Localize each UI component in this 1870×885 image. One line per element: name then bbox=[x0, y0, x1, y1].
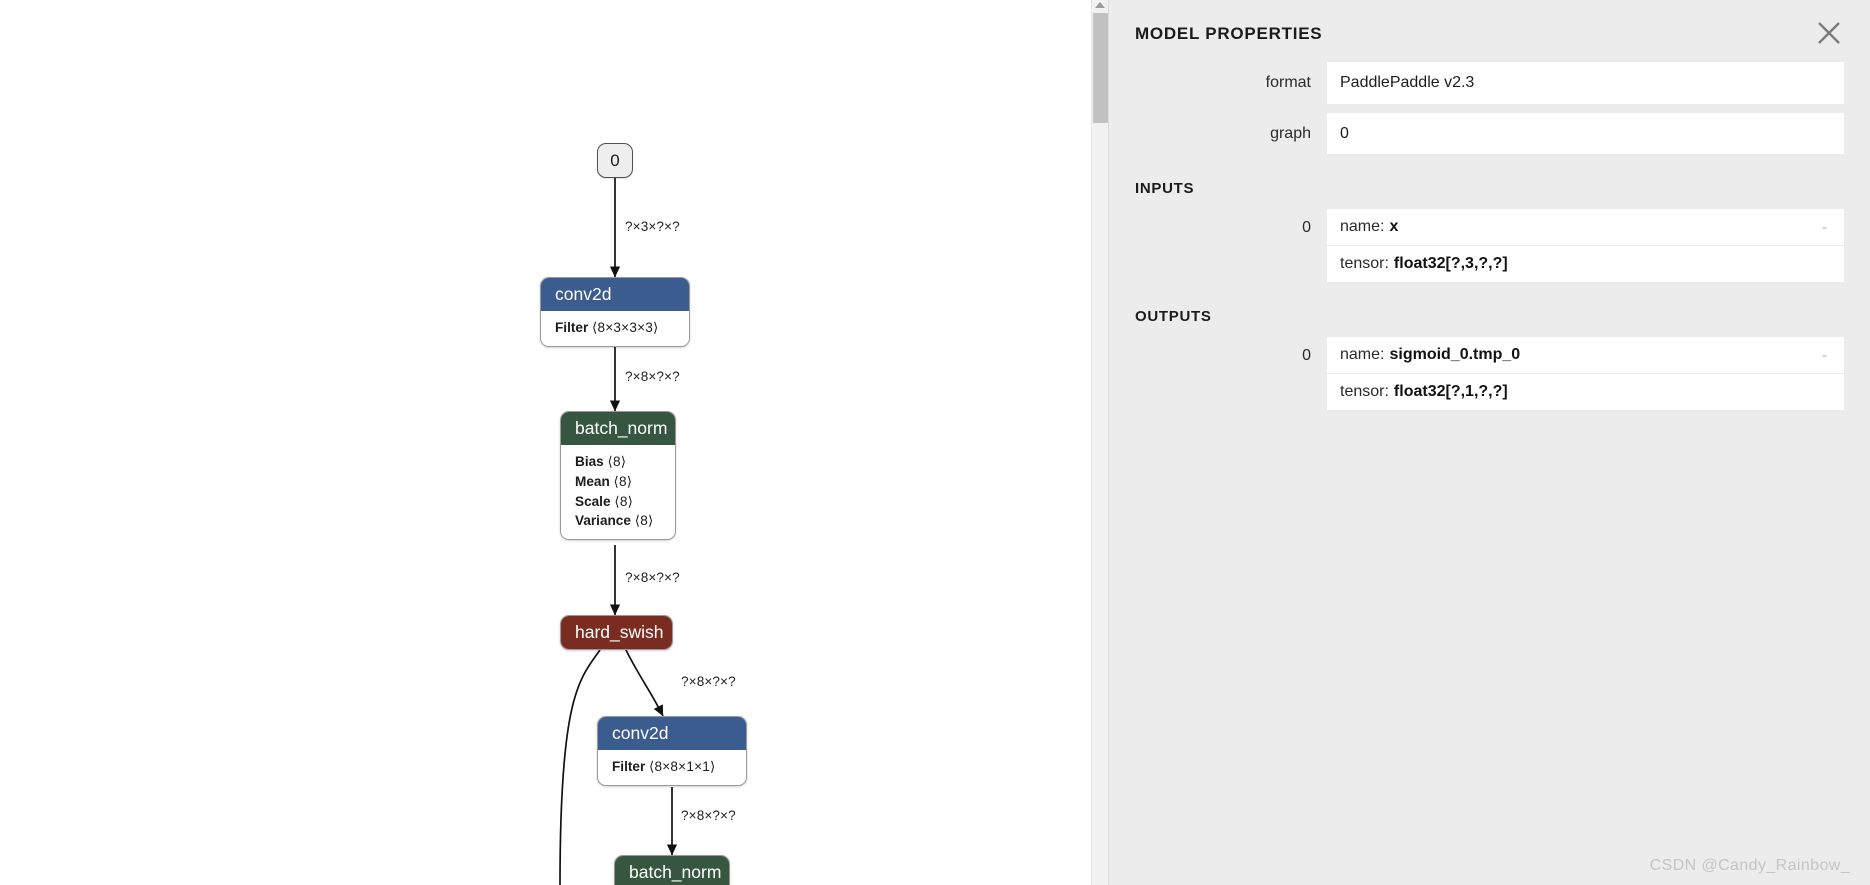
edge-hardswish-to-conv2d2 bbox=[625, 649, 664, 717]
graph-node-input-0[interactable]: 0 bbox=[597, 143, 633, 178]
graph-node-batch-norm-2[interactable]: batch_norm bbox=[614, 855, 730, 885]
property-row-graph: graph 0 bbox=[1135, 112, 1844, 155]
scroll-up-arrow-icon[interactable] bbox=[1095, 2, 1105, 8]
input-tensor-line: tensor: float32[?,3,?,?] bbox=[1327, 246, 1844, 282]
output-row: 0 name: sigmoid_0.tmp_0 - tensor: float3… bbox=[1135, 337, 1844, 411]
scrollbar-thumb[interactable] bbox=[1093, 13, 1108, 123]
model-properties-sidebar: MODEL PROPERTIES format PaddlePaddle v2.… bbox=[1108, 0, 1870, 885]
attribute-value: ⟨8⟩ bbox=[607, 454, 627, 470]
output-tensor-value: float32[?,1,?,?] bbox=[1393, 383, 1508, 401]
input-name-value: x bbox=[1389, 218, 1399, 236]
graph-node-attributes: Filter ⟨8×8×1×1⟩ bbox=[598, 750, 746, 786]
attribute-row: Variance ⟨8⟩ bbox=[575, 511, 661, 531]
input-tensor-key: tensor: bbox=[1340, 255, 1389, 273]
edge-label-shape: ?×8×?×? bbox=[681, 808, 736, 823]
edge-label-shape: ?×3×?×? bbox=[625, 219, 680, 234]
attribute-value: ⟨8×3×3×3⟩ bbox=[592, 320, 659, 336]
output-tensor-line: tensor: float32[?,1,?,?] bbox=[1327, 374, 1844, 410]
section-heading-inputs: INPUTS bbox=[1135, 180, 1195, 198]
edge-label-shape: ?×8×?×? bbox=[625, 570, 680, 585]
graph-canvas[interactable]: 0 conv2d Filter ⟨8×3×3×3⟩ batch_norm Bia… bbox=[0, 0, 1108, 885]
attribute-row: Mean ⟨8⟩ bbox=[575, 472, 661, 492]
graph-node-title: hard_swish bbox=[561, 616, 672, 650]
graph-vertical-scrollbar[interactable] bbox=[1091, 0, 1108, 885]
attribute-row: Scale ⟨8⟩ bbox=[575, 492, 661, 512]
input-row: 0 name: x - tensor: float32[?,3,?,?] bbox=[1135, 209, 1844, 283]
attribute-value: ⟨8⟩ bbox=[613, 474, 633, 490]
output-card[interactable]: name: sigmoid_0.tmp_0 - tensor: float32[… bbox=[1327, 337, 1844, 411]
input-tensor-value: float32[?,3,?,?] bbox=[1393, 255, 1508, 273]
graph-node-conv2d-2[interactable]: conv2d Filter ⟨8×8×1×1⟩ bbox=[597, 716, 747, 787]
graph-node-title: conv2d bbox=[541, 278, 689, 312]
page-title: MODEL PROPERTIES bbox=[1135, 24, 1323, 43]
attribute-row: Filter ⟨8×8×1×1⟩ bbox=[612, 757, 732, 777]
graph-node-title: batch_norm bbox=[561, 412, 675, 446]
attribute-name: Filter bbox=[555, 320, 589, 336]
edge-label-shape: ?×8×?×? bbox=[625, 369, 680, 384]
graph-node-title: conv2d bbox=[598, 717, 746, 751]
attribute-name: Mean bbox=[575, 474, 610, 490]
graph-node-attributes: Bias ⟨8⟩ Mean ⟨8⟩ Scale ⟨8⟩ Variance ⟨8⟩ bbox=[561, 445, 675, 540]
attribute-name: Bias bbox=[575, 454, 604, 470]
output-name-key: name: bbox=[1340, 346, 1385, 364]
edge-label-shape: ?×8×?×? bbox=[681, 674, 736, 689]
attribute-name: Scale bbox=[575, 493, 611, 509]
attribute-row: Filter ⟨8×3×3×3⟩ bbox=[555, 318, 675, 338]
graph-node-conv2d-1[interactable]: conv2d Filter ⟨8×3×3×3⟩ bbox=[540, 277, 690, 348]
property-label: format bbox=[1265, 74, 1311, 92]
attribute-value: ⟨8⟩ bbox=[614, 493, 634, 509]
property-row-format: format PaddlePaddle v2.3 bbox=[1135, 62, 1844, 104]
graph-node-batch-norm-1[interactable]: batch_norm Bias ⟨8⟩ Mean ⟨8⟩ Scale ⟨8⟩ V… bbox=[560, 411, 676, 541]
property-value-graph[interactable]: 0 bbox=[1327, 112, 1844, 155]
output-name-value: sigmoid_0.tmp_0 bbox=[1389, 346, 1521, 364]
attribute-value: ⟨8×8×1×1⟩ bbox=[649, 759, 716, 775]
output-tensor-key: tensor: bbox=[1340, 383, 1389, 401]
sidebar-header: MODEL PROPERTIES bbox=[1109, 0, 1870, 62]
input-name-key: name: bbox=[1340, 218, 1385, 236]
attribute-value: ⟨8⟩ bbox=[634, 513, 654, 529]
attribute-name: Variance bbox=[575, 513, 631, 529]
input-name-line: name: x - bbox=[1327, 209, 1844, 247]
graph-node-attributes: Filter ⟨8×3×3×3⟩ bbox=[541, 311, 689, 347]
section-heading-outputs: OUTPUTS bbox=[1135, 308, 1212, 326]
input-index: 0 bbox=[1302, 219, 1311, 237]
attribute-name: Filter bbox=[612, 759, 646, 775]
close-icon bbox=[1818, 22, 1840, 44]
input-card[interactable]: name: x - tensor: float32[?,3,?,?] bbox=[1327, 209, 1844, 283]
graph-node-input-label: 0 bbox=[610, 150, 620, 170]
input-trailing-dash: - bbox=[1822, 218, 1827, 236]
edge-hardswish-skip bbox=[559, 649, 601, 885]
attribute-row: Bias ⟨8⟩ bbox=[575, 452, 661, 472]
output-name-line: name: sigmoid_0.tmp_0 - bbox=[1327, 337, 1844, 375]
output-trailing-dash: - bbox=[1822, 346, 1827, 364]
property-label: graph bbox=[1270, 124, 1311, 142]
graph-node-hard-swish-1[interactable]: hard_swish bbox=[560, 615, 673, 651]
property-value-format[interactable]: PaddlePaddle v2.3 bbox=[1327, 62, 1844, 104]
watermark: CSDN @Candy_Rainbow_ bbox=[1649, 857, 1850, 874]
close-button[interactable] bbox=[1810, 14, 1848, 52]
graph-edges bbox=[559, 178, 678, 885]
graph-node-title: batch_norm bbox=[615, 856, 729, 885]
output-index: 0 bbox=[1302, 347, 1311, 365]
